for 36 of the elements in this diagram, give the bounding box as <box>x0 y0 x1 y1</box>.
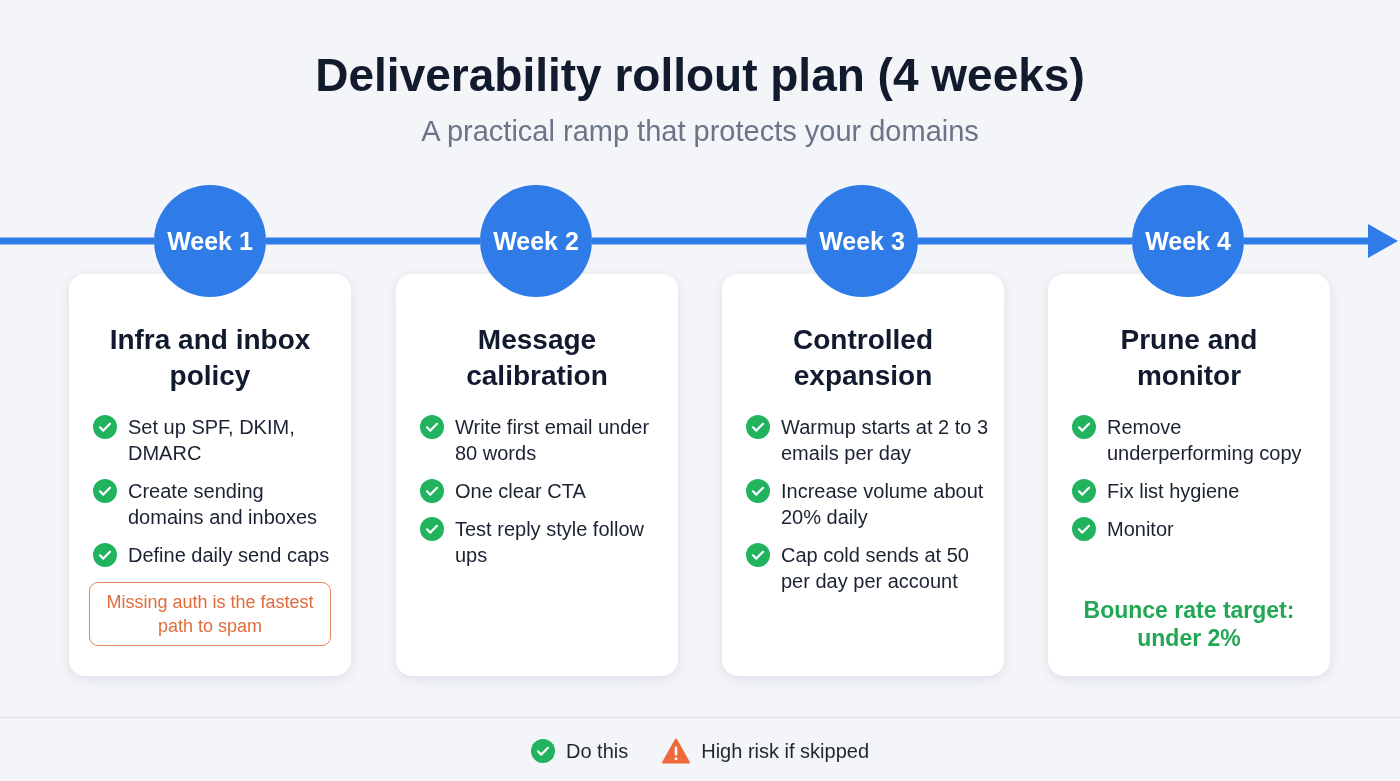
bullet-text: Warmup starts at 2 to 3 emails per day <box>781 416 989 464</box>
bullet-text: Set up SPF, DKIM, DMARC <box>128 416 295 464</box>
target-note: Bounce rate target: under 2% <box>1083 597 1295 651</box>
timeline-arrow <box>1244 224 1398 258</box>
timeline-line <box>266 237 480 245</box>
step-card <box>722 274 1004 676</box>
warning-text: Missing auth is the fastest path to spam <box>106 592 314 636</box>
bullet-text: One clear CTA <box>455 480 586 502</box>
card-title: Message calibration <box>466 324 608 391</box>
page-title: Deliverability rollout plan (4 weeks) <box>315 49 1085 101</box>
step-card <box>1048 274 1330 676</box>
week-label: Week 3 <box>819 226 905 256</box>
bullet-text: Test reply style follow ups <box>455 518 644 566</box>
bullet-text: Remove underperforming copy <box>1107 416 1302 464</box>
legend-label: High risk if skipped <box>701 739 870 764</box>
page-subtitle: A practical ramp that protects your domains <box>421 115 979 147</box>
timeline-line <box>918 237 1132 245</box>
step-card <box>69 274 351 676</box>
bullet-text: Define daily send caps <box>128 544 330 566</box>
bullet-text: Create sending domains and inboxes <box>128 480 317 528</box>
week-label: Week 1 <box>167 226 253 256</box>
card-title: Controlled expansion <box>793 324 933 391</box>
bullet-text: Fix list hygiene <box>1107 480 1240 502</box>
bullet-text: Cap cold sends at 50 per day per account <box>781 544 969 592</box>
timeline-line <box>592 237 806 245</box>
timeline-line <box>0 237 154 245</box>
card-title: Prune and monitor <box>1120 324 1258 391</box>
bullet-text: Monitor <box>1107 518 1174 540</box>
week-label: Week 4 <box>1145 226 1231 256</box>
legend-label: Do this <box>565 739 629 764</box>
warning-box <box>89 582 331 646</box>
week-label: Week 2 <box>493 226 579 256</box>
bullet-text: Increase volume about 20% daily <box>781 480 984 528</box>
card-title: Infra and inbox policy <box>109 324 311 391</box>
step-card <box>396 274 678 676</box>
bullet-text: Write first email under 80 words <box>455 416 650 464</box>
